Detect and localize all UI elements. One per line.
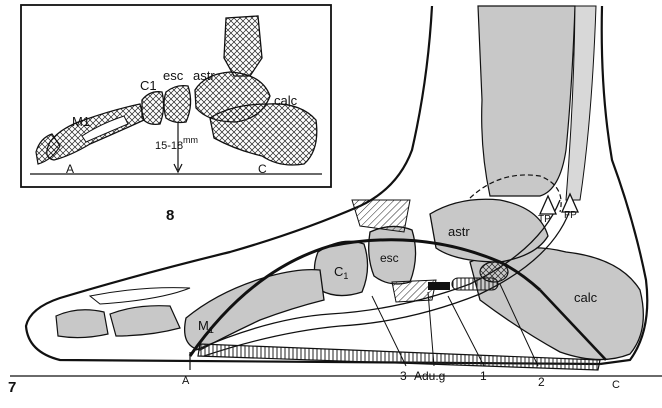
label-tp: TP (538, 214, 551, 225)
lesser-toe-bones (90, 288, 190, 304)
label-calc: calc (574, 290, 598, 305)
inset-label-calc: calc (274, 93, 298, 108)
tp-arrowhead (540, 196, 556, 214)
inset-navicular-bone (164, 86, 191, 123)
adductor-insertion (428, 282, 450, 290)
label-astr: astr (448, 224, 470, 239)
label-point-a: A (182, 375, 190, 387)
figure-number-8: 8 (166, 207, 174, 224)
label-esc: esc (380, 251, 399, 265)
inset-label-m1: M1 (72, 114, 90, 129)
inset-label-point-c: C (258, 162, 267, 176)
callout-2-label: 2 (538, 375, 545, 389)
tibia-bone (478, 6, 575, 196)
sesamoid-bone (480, 262, 508, 282)
callout-1-label: 1 (480, 369, 487, 383)
plantar-fascia (198, 344, 600, 370)
inset-label-c1: C1 (140, 78, 157, 93)
proximal-phalanx-bone (110, 306, 180, 336)
ligament-hatch-upper (352, 200, 410, 232)
inset-label-height: 15-18 (155, 140, 183, 152)
label-point-c: C (612, 379, 620, 391)
distal-phalanx-bone (56, 310, 108, 338)
inset-label-unit: mm (183, 135, 198, 145)
inset-label-astr: astr (193, 68, 215, 83)
figure-number-7: 7 (8, 379, 16, 396)
callout-adug-label: Adu.g (414, 369, 445, 383)
inset-cuneiform-bone (142, 92, 164, 125)
inset-tibia-bone (224, 16, 262, 76)
inset-label-point-a: A (66, 162, 74, 176)
callout-3-label: 3 (400, 369, 407, 383)
metatarsal-bone (185, 270, 324, 350)
inset-label-esc: esc (163, 68, 184, 83)
inset-figure-8: M1 C1 esc astr calc 15-18 mm A C (21, 5, 331, 187)
label-fp: FP (564, 210, 577, 221)
